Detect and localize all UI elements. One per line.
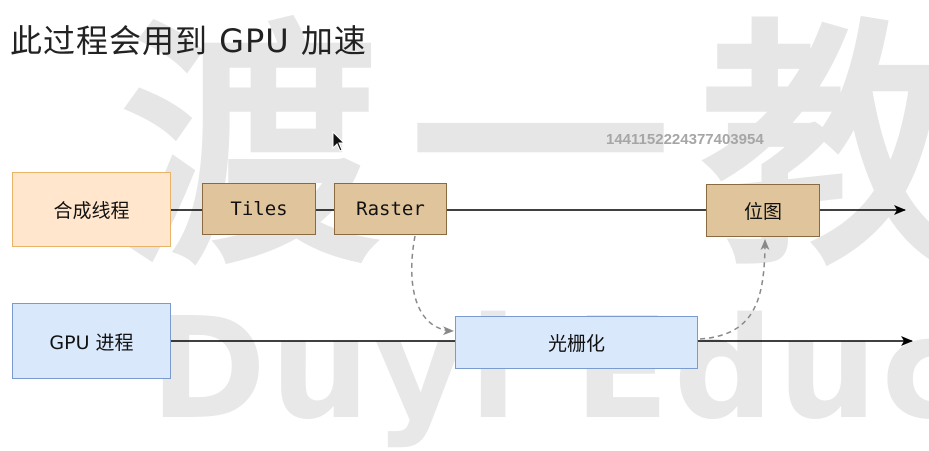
compose-thread-box: 合成线程 (12, 172, 171, 247)
raster-label: Raster (356, 198, 425, 220)
gpu-process-box: GPU 进程 (12, 303, 171, 379)
gpu-process-label: GPU 进程 (49, 331, 134, 354)
rasterize-label: 光栅化 (547, 333, 605, 355)
tiles-label: Tiles (230, 198, 288, 220)
page-title: 此过程会用到 GPU 加速 (10, 22, 367, 60)
dashed-arrow-rasterize-to-bitmap (699, 239, 770, 340)
bitmap-label: 位图 (743, 201, 782, 223)
mouse-cursor-icon (332, 131, 346, 152)
watermark-char-2: 一 (410, 0, 670, 301)
bitmap-box: 位图 (706, 184, 820, 237)
raster-box: Raster (334, 183, 447, 235)
rasterize-box: 光栅化 (455, 316, 698, 369)
id-label: 1441152224377403954 (606, 131, 764, 148)
dashed-arrow-raster-to-rasterize (411, 235, 454, 336)
tiles-box: Tiles (202, 183, 316, 235)
compose-thread-label: 合成线程 (53, 200, 130, 222)
